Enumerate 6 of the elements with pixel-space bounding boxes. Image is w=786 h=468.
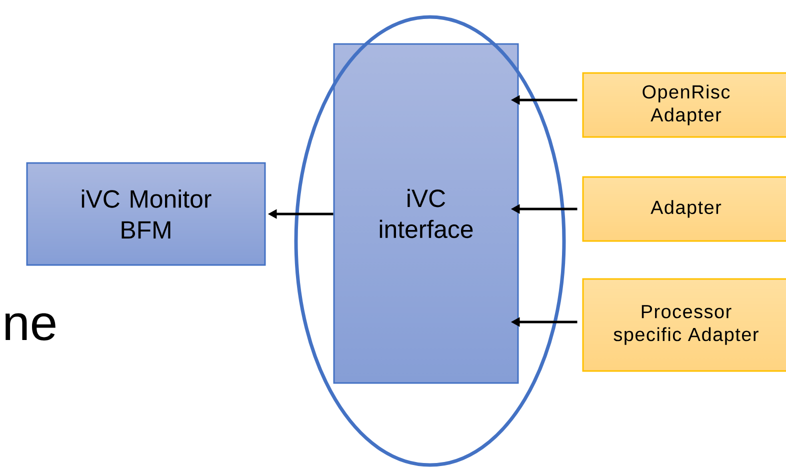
adapter-box: Processor specific Adapter (582, 278, 786, 372)
process-box: iVC interface (333, 43, 519, 384)
process-box: iVC Monitor BFM (26, 162, 266, 266)
adapter-box: OpenRisc Adapter (582, 72, 786, 138)
adapter-box: Adapter (582, 176, 786, 242)
heading-text: ne (6, 313, 56, 340)
